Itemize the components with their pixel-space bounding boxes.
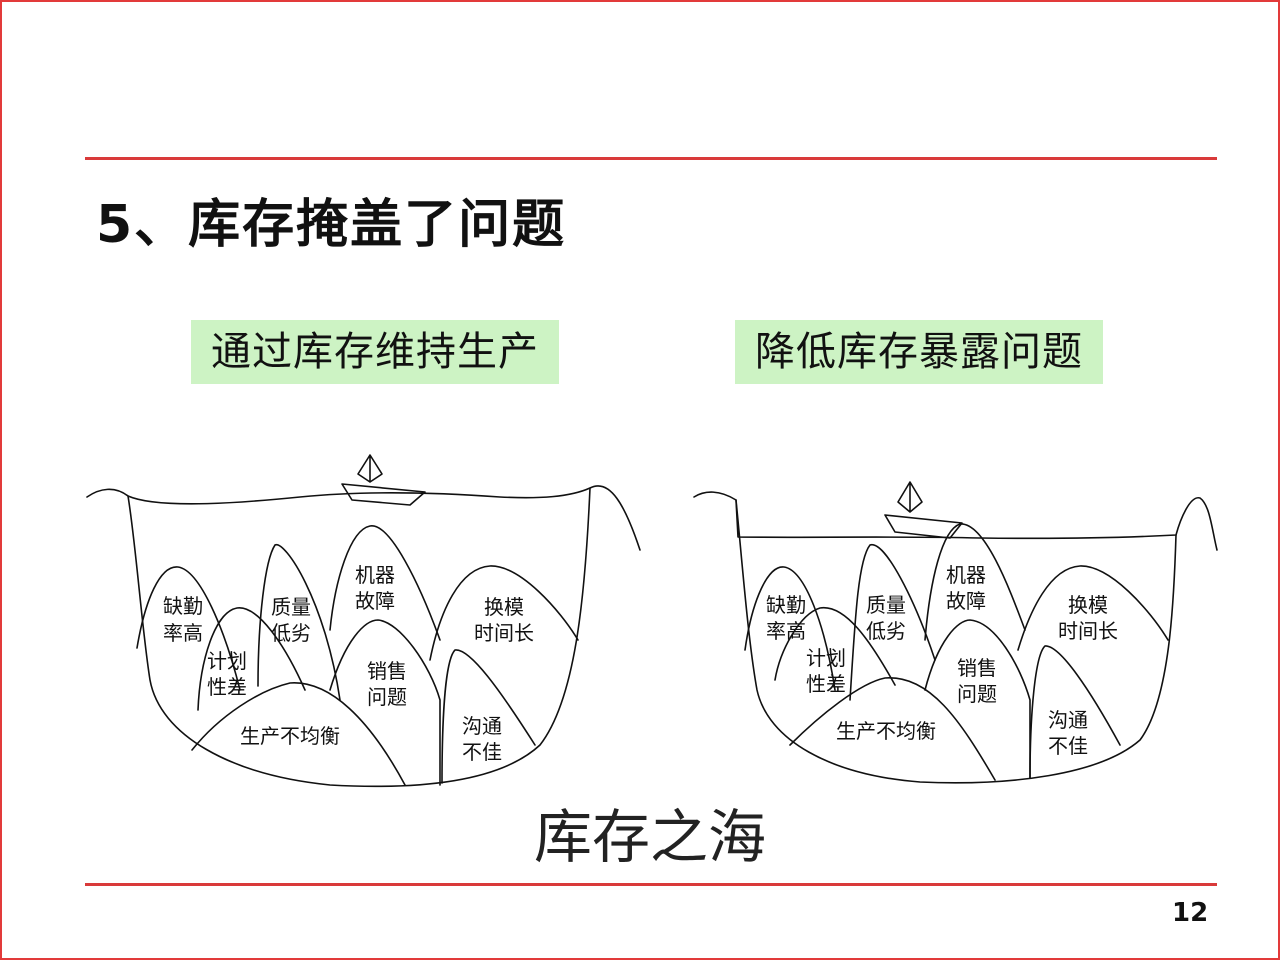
- left-label-sales-2: 问题: [367, 685, 407, 709]
- right-label-comm-1: 沟通: [1048, 708, 1088, 732]
- left-label-quality-1: 质量: [271, 595, 311, 619]
- left-label-changeover-2: 时间长: [474, 621, 534, 645]
- right-bowl: [735, 499, 1177, 784]
- right-water-line: [693, 491, 1218, 551]
- right-rock-quality: [849, 544, 936, 701]
- left-label-machine-2: 故障: [355, 589, 395, 613]
- right-label-sales-2: 问题: [957, 682, 997, 706]
- left-rock-sales: [329, 619, 441, 786]
- right-label-changeover-1: 换模: [1068, 593, 1108, 617]
- right-label-quality-1: 质量: [866, 593, 906, 617]
- right-label-planning-1: 计划: [806, 646, 846, 670]
- left-boat-sail: [357, 454, 383, 483]
- right-label-machine-2: 故障: [946, 589, 986, 613]
- left-bowl: [127, 487, 591, 788]
- left-label-imbalance: 生产不均衡: [240, 724, 340, 748]
- left-diagram-label: 通过库存维持生产: [191, 320, 559, 384]
- left-water-line: [86, 485, 641, 551]
- right-rock-comm: [1029, 645, 1121, 779]
- right-problem-labels: 缺勤 率高 计划 性差 质量 低劣 机器 故障 销售 问题 换模 时间长 沟通 …: [766, 563, 1118, 758]
- right-rock-absence: [744, 566, 836, 691]
- left-label-planning-1: 计划: [207, 649, 247, 673]
- top-divider: [85, 157, 1217, 160]
- left-rock-imbalance: [191, 682, 406, 786]
- left-rock-planning: [197, 607, 306, 711]
- left-label-machine-1: 机器: [355, 563, 395, 587]
- right-rock-machine: [924, 523, 1026, 641]
- page-number: 12: [1172, 898, 1209, 928]
- left-label-comm-1: 沟通: [462, 714, 502, 738]
- left-label-planning-2: 性差: [207, 675, 247, 699]
- right-label-absence-2: 率高: [766, 619, 806, 643]
- left-rock-absence: [136, 566, 241, 691]
- left-rock-comm: [441, 649, 536, 784]
- bottom-divider: [85, 883, 1217, 886]
- right-label-absence-1: 缺勤: [766, 593, 806, 617]
- inventory-sea-caption: 库存之海: [533, 803, 766, 871]
- right-label-quality-2: 低劣: [866, 619, 906, 643]
- left-label-comm-2: 不佳: [462, 740, 502, 764]
- right-boat-hull: [884, 514, 963, 539]
- right-label-machine-1: 机器: [946, 563, 986, 587]
- right-label-sales-1: 销售: [957, 656, 997, 680]
- left-boat-hull: [341, 483, 426, 506]
- left-diagram: [86, 454, 641, 788]
- right-label-comm-2: 不佳: [1048, 734, 1088, 758]
- right-diagram-label: 降低库存暴露问题: [735, 320, 1103, 384]
- right-label-imbalance: 生产不均衡: [836, 719, 936, 743]
- left-problem-labels: 缺勤 率高 计划 性差 质量 低劣 机器 故障 销售 问题 换模 时间长 沟通 …: [163, 563, 534, 764]
- slide-title: 5、库存掩盖了问题: [96, 195, 567, 255]
- left-label-absence-2: 率高: [163, 621, 203, 645]
- right-diagram: [693, 481, 1218, 784]
- left-label-absence-1: 缺勤: [163, 594, 203, 618]
- right-label-planning-2: 性差: [806, 672, 846, 696]
- right-boat-sail: [897, 481, 923, 513]
- left-rock-machine: [329, 525, 441, 641]
- left-rock-quality: [257, 544, 341, 701]
- right-rock-planning: [774, 607, 896, 686]
- left-label-sales-1: 销售: [367, 659, 407, 683]
- right-rock-imbalance: [789, 677, 996, 781]
- right-label-changeover-2: 时间长: [1058, 619, 1118, 643]
- left-label-quality-2: 低劣: [271, 621, 311, 645]
- right-rock-changeover: [1017, 565, 1169, 651]
- left-label-changeover-1: 换模: [484, 595, 524, 619]
- left-rock-changeover: [429, 565, 579, 661]
